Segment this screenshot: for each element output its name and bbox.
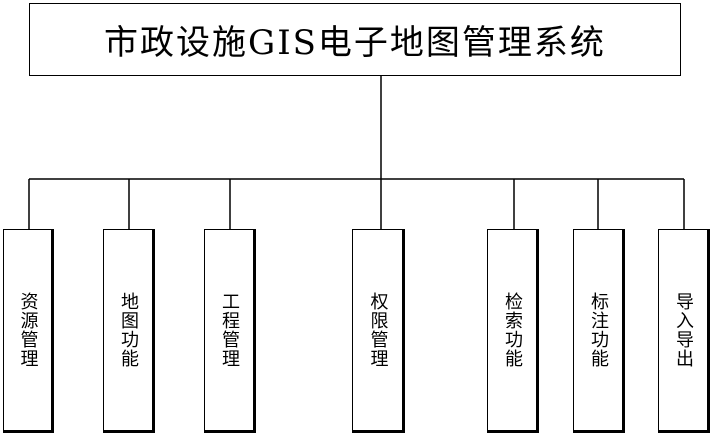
system-title: 市政设施GIS电子地图管理系统 [104, 23, 606, 63]
module-box-import-export: 导入导出 [658, 229, 710, 433]
module-label: 工程管理 [219, 292, 240, 368]
module-label: 检索功能 [502, 292, 523, 368]
module-label: 导入导出 [673, 292, 694, 368]
module-box-search: 检索功能 [487, 229, 539, 433]
module-label: 标注功能 [588, 292, 609, 368]
module-label: 地图功能 [118, 292, 139, 368]
module-label: 资源管理 [17, 292, 39, 368]
system-title-box: 市政设施GIS电子地图管理系统 [29, 3, 681, 76]
module-box-annotation: 标注功能 [573, 229, 625, 433]
module-box-map: 地图功能 [103, 229, 155, 433]
module-label: 权限管理 [367, 292, 389, 368]
module-box-permission: 权限管理 [352, 229, 405, 433]
module-box-project: 工程管理 [204, 229, 256, 433]
module-box-resource: 资源管理 [3, 229, 54, 433]
